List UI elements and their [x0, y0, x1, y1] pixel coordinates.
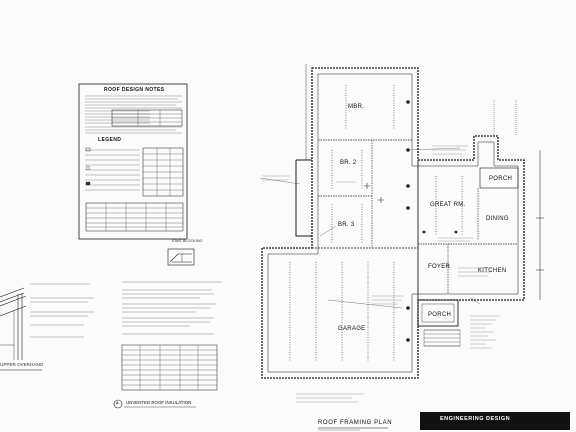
room-label-foyer: FOYER	[428, 264, 451, 270]
room-label-br3: BR. 3	[338, 222, 355, 228]
room-label-porch-lower: PORCH	[428, 312, 452, 318]
roof-design-notes-block	[78, 83, 188, 240]
room-label-dining: DINING	[486, 216, 509, 222]
section-marker: A	[116, 401, 119, 405]
room-label-br2: BR. 2	[340, 160, 357, 166]
roof-design-notes-title: ROOF DESIGN NOTES	[104, 87, 165, 93]
room-label-mbr: MBR.	[348, 104, 365, 110]
room-label-garage: GARAGE	[338, 326, 366, 332]
upper-overhang-label: UPPER OVERHANG	[0, 362, 44, 367]
title-strip	[318, 427, 388, 431]
room-label-kitchen: KITCHEN	[478, 268, 507, 274]
unvented-insulation-label: UNVENTED ROOF INSULATION	[126, 400, 192, 405]
room-label-great-rm: GREAT RM.	[430, 202, 466, 208]
eave-blocking-detail	[167, 248, 195, 266]
legend-title: LEGEND	[98, 137, 122, 143]
eave-blocking-label: EAVE BLOCKING	[172, 239, 203, 243]
unvented-insulation-notes	[113, 281, 222, 409]
title-block-text: ENGINEERING DESIGN	[440, 416, 511, 422]
sheet-title: ROOF FRAMING PLAN	[318, 420, 393, 426]
room-label-porch-upper: PORCH	[489, 176, 513, 182]
title-block	[420, 412, 570, 430]
floor-plan	[259, 64, 544, 403]
upper-overhang-detail	[0, 283, 94, 371]
